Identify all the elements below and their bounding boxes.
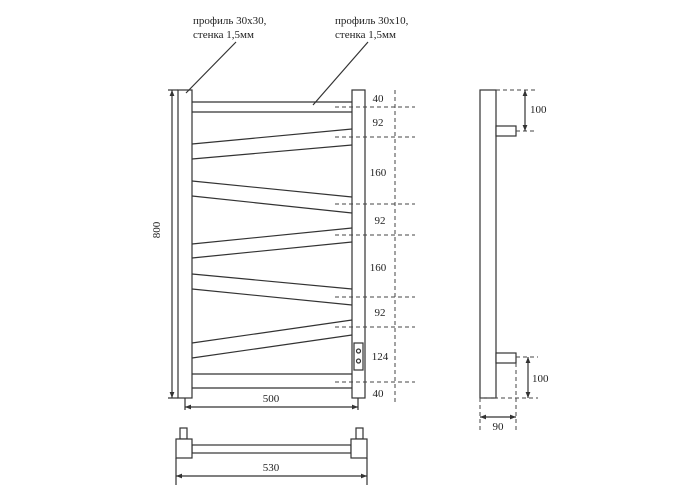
inner-width-label: 500 (263, 393, 280, 405)
spacing-label: 92 (375, 215, 386, 227)
outer-width-label: 530 (263, 462, 280, 474)
profile-right-line2: стенка 1,5мм (335, 29, 396, 41)
spacing-dimensions: 40 92 160 92 160 92 124 40 (335, 90, 415, 405)
bottom-connection-label: 100 (532, 373, 549, 385)
spacing-label: 92 (373, 117, 384, 129)
spacing-label: 92 (375, 307, 386, 319)
top-connection-label: 100 (530, 104, 547, 116)
front-view: 800 500 40 92 160 92 160 92 124 40 профи… (151, 15, 415, 410)
spacing-label: 160 (370, 167, 387, 179)
controller-box (353, 342, 364, 371)
leader-line-right (312, 41, 369, 106)
rungs (191, 101, 353, 389)
profile-left-line2: стенка 1,5мм (193, 29, 254, 41)
spacing-label: 160 (370, 262, 387, 274)
spacing-label: 124 (372, 351, 389, 363)
profile-right-line1: профиль 30х10, (335, 15, 409, 27)
spacing-label: 40 (373, 388, 385, 400)
profile-left-line1: профиль 30х30, (193, 15, 267, 27)
left-post (177, 89, 193, 399)
height-label: 800 (151, 221, 163, 238)
bottom-view: 530 (175, 427, 368, 485)
leader-line-left (185, 41, 237, 94)
spacing-label: 40 (373, 93, 385, 105)
side-view: 100 100 90 (479, 89, 549, 433)
depth-label: 90 (493, 421, 505, 433)
